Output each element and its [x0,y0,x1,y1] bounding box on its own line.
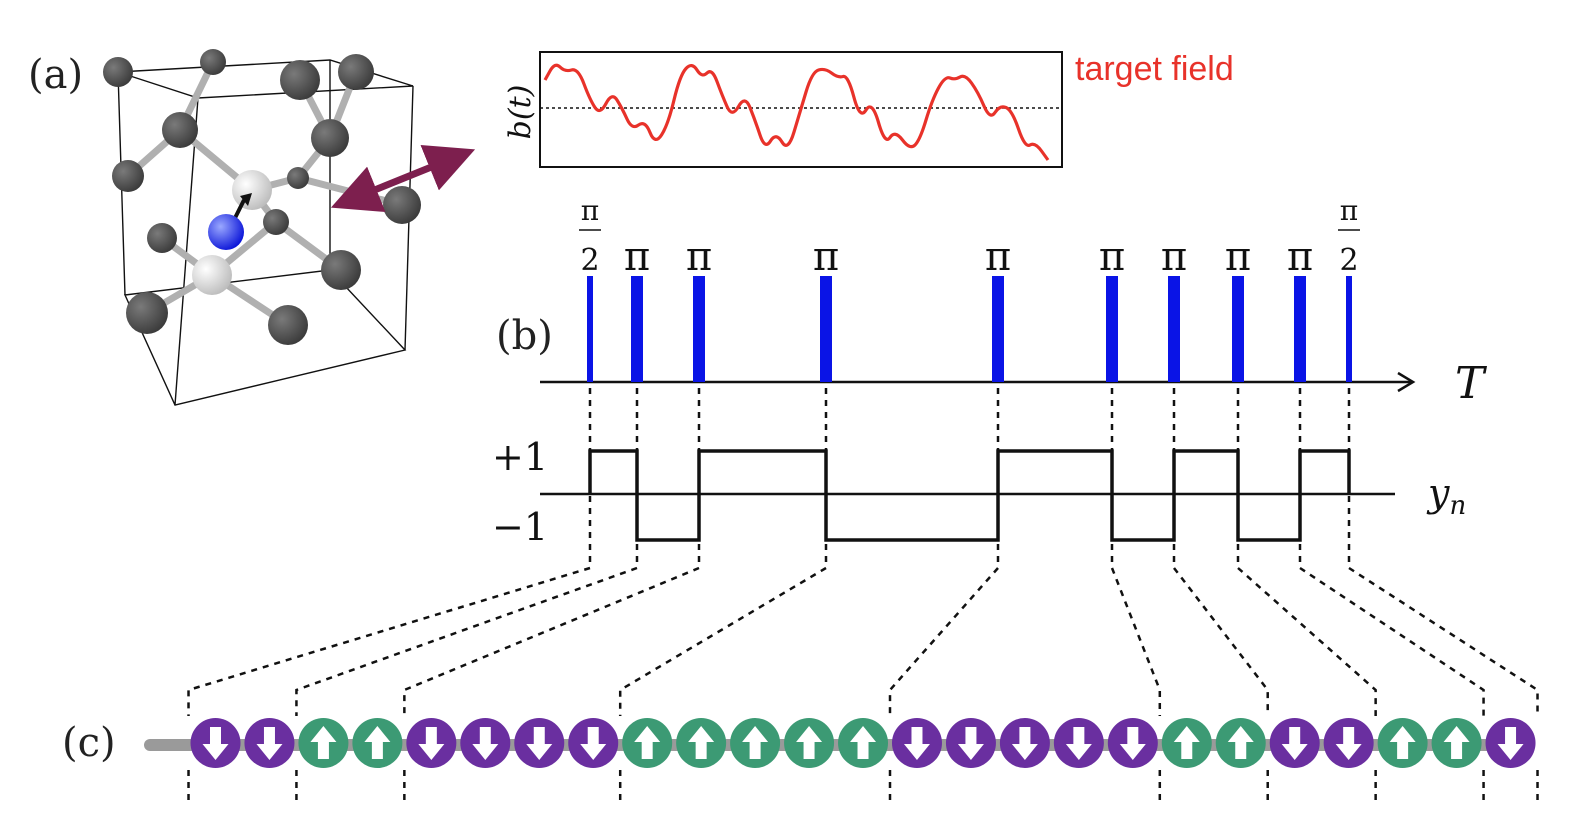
spin-down-site [1053,718,1104,768]
target-field-legend: target field [1075,50,1234,88]
time-axis-arrowhead [1397,371,1416,393]
panel-a-label: (a) [28,52,83,98]
spin-down-site [514,718,565,768]
connector-line [403,566,700,716]
spin-down-site [1107,718,1158,768]
spin-down-site [406,718,457,768]
connector-line [618,566,827,716]
connector-line [1110,567,1162,716]
pulse-label: π [624,234,650,280]
connector-line [1299,566,1485,716]
pi-pulse [1294,276,1306,382]
spin-down-site [190,718,241,768]
spin-down-site [1485,718,1536,768]
spin-up-site [730,718,781,768]
spin-down-site [1269,718,1320,768]
pulse-label: π [813,234,839,280]
modulation-waveform [588,449,1351,542]
half-pi-pulse [587,276,593,382]
plus-one-label: +1 [492,435,548,479]
connector-line [1348,566,1539,716]
pulse-label-numerator: π [581,194,599,227]
spin-up-site [784,718,835,768]
nitrogen-atom [192,255,232,295]
coupling-double-arrow [330,144,476,213]
connector-line [888,567,999,716]
pi-pulse [1232,276,1244,382]
spin-down-site [244,718,295,768]
target-field-curve [543,63,1050,161]
series-label-subscript: n [1449,491,1466,521]
pulse-label: π [1161,234,1187,280]
pulse-label: π [1287,234,1313,280]
pi-pulse [631,276,643,382]
pi-pulse [1106,276,1118,382]
half-pi-pulse [1346,276,1352,382]
spin-arrowhead [240,193,252,206]
spin-up-site [298,718,349,768]
connector-line [1237,567,1377,716]
spin-up-site [622,718,673,768]
target-field-plot: b(t) target field [503,50,1234,168]
series-label-base: y [1426,471,1450,515]
pulse-label: π [985,234,1011,280]
spin-down-site [568,718,619,768]
pulse-bars [587,276,1352,382]
pulse-label-numerator: π [1340,194,1358,227]
connector-line [295,566,638,716]
time-axis-label: T [1455,358,1488,409]
spin-up-site [676,718,727,768]
pulse-label-denominator: 2 [1339,243,1358,278]
connector-line [187,566,591,716]
pi-pulse [693,276,705,382]
spin-down-site [945,718,996,768]
spin-up-site [1161,718,1212,768]
mapping-connectors [187,566,1539,800]
signal-axis-label: b(t) [503,85,538,140]
panel-c-label: (c) [62,720,116,766]
panel-b-label: (b) [496,313,553,359]
pulse-label: π [686,234,712,280]
spin-down-site [1323,718,1374,768]
modulation-series-label: yn [1426,471,1466,521]
spin-down-site [460,718,511,768]
pulse-label: π [1225,234,1251,280]
spin-down-site [999,718,1050,768]
spin-up-site [1377,718,1428,768]
spin-up-site [1215,718,1266,768]
pi-pulse [820,276,832,382]
pulse-label-denominator: 2 [580,243,599,278]
pi-pulse [1168,276,1180,382]
spin-sites [190,718,1536,768]
pi-pulse [992,276,1004,382]
spin-up-site [838,718,889,768]
spin-down-site [891,718,942,768]
spin-chain [144,566,1539,800]
spin-up-site [352,718,403,768]
pulse-label: π [1099,234,1125,280]
unit-cell-box [117,59,414,406]
connector-line [1173,567,1269,716]
vacancy-site-atom [232,170,272,210]
spin-up-site [1431,718,1482,768]
crystal-lattice-illustration [103,49,476,406]
carbon-atoms [103,49,421,345]
electron-spin-sphere [208,214,244,250]
minus-one-label: −1 [492,505,548,549]
